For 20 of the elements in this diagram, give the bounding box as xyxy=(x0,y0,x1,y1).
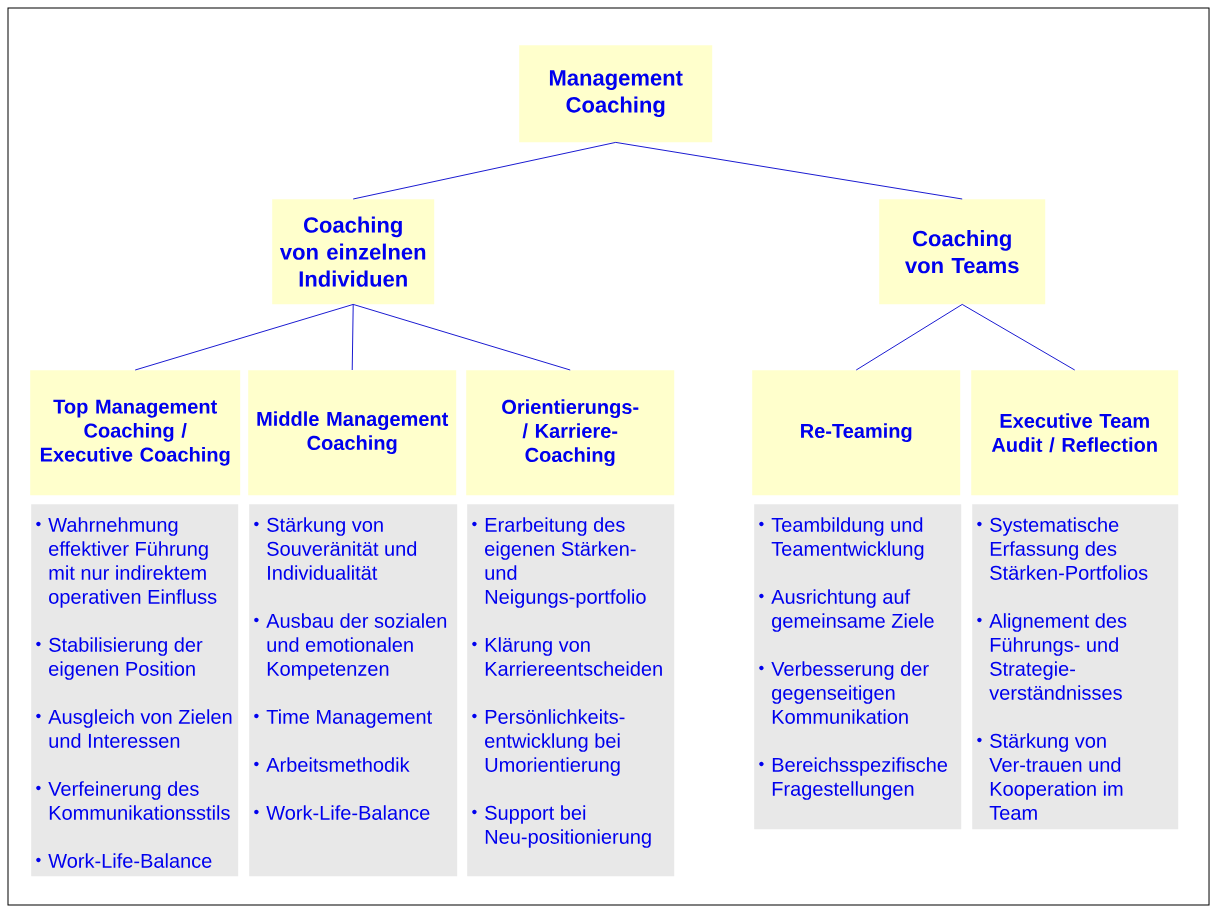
connector-line xyxy=(352,303,571,371)
content-box: Systematische Erfassung des Stärken-Portfolios Alignement des Führungs- und Strategie-verständnisses Stärkung von Ver-trauen und Kooperation im Team xyxy=(972,504,1179,830)
heading-box: Management Coaching xyxy=(519,45,713,143)
connector-line xyxy=(855,303,963,371)
heading-box: Re-Teaming xyxy=(752,370,961,496)
heading-box: Coaching von Teams xyxy=(879,199,1046,305)
connector-line xyxy=(351,303,354,371)
heading-box: Executive Team Audit / Reflection xyxy=(971,370,1179,496)
content-box: Erarbeitung des eigenen Stärken- und Neigungs-portfolio Klärung von Karriereentscheiden Persönlichkeits-entwicklung bei Umorientierung Support bei Neu-positionierung xyxy=(467,504,675,877)
content-box: Wahrnehmung effektiver Führung mit nur indirektem operativen Einfluss Stabilisierung der eigenen Position Ausgleich von Zielen und Interessen Verfeinerung des Kommunikationsstils Work-Life-Balance xyxy=(31,504,239,877)
heading-box: Orientierungs-/ Karriere-Coaching xyxy=(466,370,675,496)
heading-box: Coaching von einzelnen Individuen xyxy=(272,199,435,305)
content-box: Teambildung und Teamentwicklung Ausrichtung auf gemeinsame Ziele Verbesserung der gegenseitigen Kommunikation Bereichsspezifische Fragestellungen xyxy=(754,504,962,830)
heading-box: Middle Management Coaching xyxy=(248,370,457,496)
connector-line xyxy=(134,303,354,371)
heading-box: Top Management Coaching / Executive Coaching xyxy=(30,370,241,496)
content-box: Stärkung von Souveränität und Individualität Ausbau der sozialen und emotionalen Kompetenzen Time Management Arbeitsmethodik Work-Life-Balance xyxy=(249,504,458,877)
connector-line xyxy=(615,141,963,200)
connector-line xyxy=(352,141,617,200)
connector-line xyxy=(961,303,1076,371)
